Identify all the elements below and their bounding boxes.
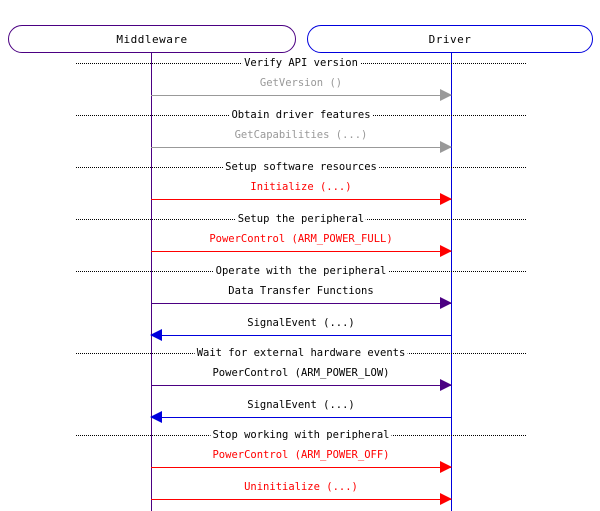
message-arrow[interactable]: PowerControl (ARM_POWER_LOW) [151, 366, 452, 392]
arrowhead-right-icon [440, 492, 452, 505]
section-separator: Stop working with peripheral [76, 428, 526, 442]
lifeline-driver [450, 53, 452, 511]
message-arrow[interactable]: Data Transfer Functions [151, 284, 452, 310]
message-label: PowerControl (ARM_POWER_OFF) [212, 449, 390, 461]
separator-dash-right [301, 435, 526, 436]
arrowhead-left-icon [150, 328, 162, 341]
message-line [151, 467, 451, 468]
separator-dash-left [76, 271, 301, 272]
arrowhead-right-icon [440, 244, 452, 257]
separator-dash-right [301, 115, 526, 116]
separator-caption: Stop working with peripheral [210, 428, 392, 442]
arrowhead-right-icon [440, 192, 452, 205]
arrowhead-left-icon [150, 410, 162, 423]
message-arrow[interactable]: SignalEvent (...) [150, 398, 451, 424]
separator-dash-left [76, 353, 301, 354]
arrowhead-right-icon [440, 140, 452, 153]
message-arrow[interactable]: SignalEvent (...) [150, 316, 451, 342]
message-arrow[interactable]: GetCapabilities (...) [151, 128, 452, 154]
arrowhead-right-icon [440, 88, 452, 101]
message-arrow[interactable]: PowerControl (ARM_POWER_OFF) [151, 448, 452, 474]
section-separator: Setup software resources [76, 160, 526, 174]
message-line [151, 303, 451, 304]
separator-dash-left [76, 115, 301, 116]
separator-caption: Obtain driver features [229, 108, 373, 122]
message-label: PowerControl (ARM_POWER_FULL) [209, 233, 393, 245]
message-arrow[interactable]: Uninitialize (...) [151, 480, 452, 506]
section-separator: Wait for external hardware events [76, 346, 526, 360]
separator-dash-right [301, 271, 526, 272]
separator-dash-left [76, 219, 301, 220]
separator-dash-right [301, 219, 526, 220]
separator-dash-left [76, 167, 301, 168]
actor-label-middleware: Middleware [116, 32, 188, 46]
separator-dash-right [301, 63, 526, 64]
section-separator: Obtain driver features [76, 108, 526, 122]
separator-dash-left [76, 63, 301, 64]
arrowhead-right-icon [440, 378, 452, 391]
message-arrow[interactable]: PowerControl (ARM_POWER_FULL) [151, 232, 452, 258]
lifeline-middleware [150, 53, 152, 511]
message-label: SignalEvent (...) [247, 317, 355, 329]
message-label: PowerControl (ARM_POWER_LOW) [212, 367, 390, 379]
actor-header-driver[interactable]: Driver [307, 25, 593, 53]
section-separator: Verify API version [76, 56, 526, 70]
actor-header-middleware[interactable]: Middleware [8, 25, 296, 53]
section-separator: Operate with the peripheral [76, 264, 526, 278]
message-arrow[interactable]: GetVersion () [151, 76, 452, 102]
section-separator: Setup the peripheral [76, 212, 526, 226]
message-line [151, 251, 451, 252]
separator-caption: Wait for external hardware events [194, 346, 408, 360]
message-line [151, 499, 451, 500]
message-label: SignalEvent (...) [247, 399, 355, 411]
message-line [151, 335, 451, 336]
arrowhead-right-icon [440, 296, 452, 309]
separator-caption: Verify API version [242, 56, 360, 70]
separator-caption: Operate with the peripheral [213, 264, 389, 278]
message-line [151, 385, 451, 386]
separator-caption: Setup the peripheral [235, 212, 367, 226]
message-label: Uninitialize (...) [244, 481, 358, 493]
message-label: GetCapabilities (...) [234, 129, 368, 141]
actor-label-driver: Driver [428, 32, 472, 46]
separator-dash-right [301, 167, 526, 168]
separator-caption: Setup software resources [223, 160, 379, 174]
message-line [151, 417, 451, 418]
message-arrow[interactable]: Initialize (...) [151, 180, 452, 206]
message-label: Data Transfer Functions [228, 285, 374, 297]
separator-dash-left [76, 435, 301, 436]
arrowhead-right-icon [440, 460, 452, 473]
message-label: Initialize (...) [250, 181, 352, 193]
separator-dash-right [301, 353, 526, 354]
message-label: GetVersion () [259, 77, 343, 89]
message-line [151, 95, 451, 96]
message-line [151, 147, 451, 148]
message-line [151, 199, 451, 200]
